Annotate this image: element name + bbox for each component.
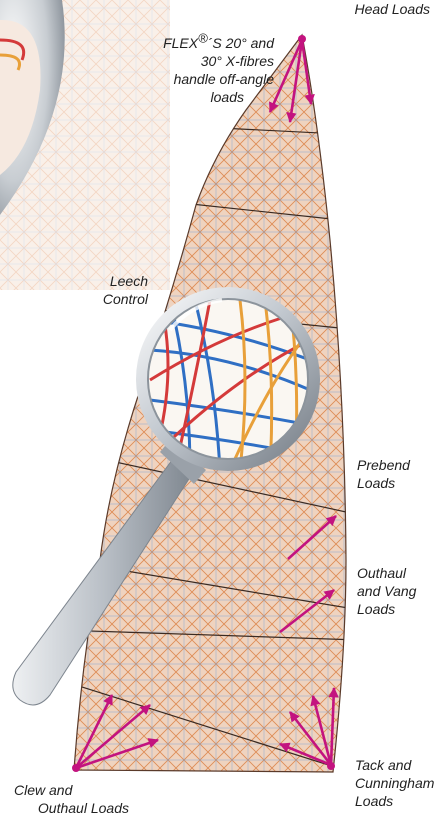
flex-line-3: handle off-angle	[96, 70, 274, 88]
clew-outhaul-loads-label: Clew and Outhaul Loads	[14, 781, 129, 817]
leech-control-label: Leech Control	[40, 272, 148, 308]
flex-line-2: 30° X-fibres	[96, 52, 274, 70]
tack-cunningham-loads-label: Tack and Cunningham Loads	[355, 756, 434, 810]
outhaul-vang-loads-label: Outhaul and Vang Loads	[357, 564, 416, 618]
flex-fibres-label: FLEX®´S 20° and 30° X-fibres handle off-…	[96, 34, 274, 106]
flex-line-1: FLEX®´S 20° and	[96, 34, 274, 52]
prebend-loads-label: Prebend Loads	[357, 456, 410, 492]
flex-line-4: loads	[96, 88, 274, 106]
head-loads-label: Head Loads	[250, 0, 430, 18]
